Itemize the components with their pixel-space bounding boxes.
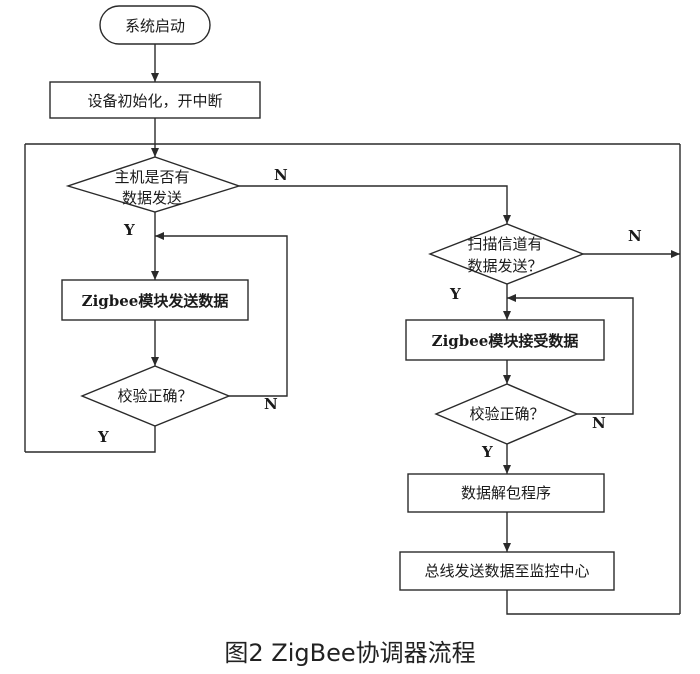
verify-right-label: 校验正确？ — [469, 405, 544, 423]
init-node: 设备初始化，开中断 — [49, 81, 261, 119]
scan-line2: 数据发送？ — [467, 257, 542, 275]
host-no-label: N — [274, 166, 288, 184]
scan-line1: 扫描信道有 — [467, 235, 542, 253]
scan-no-label: N — [628, 227, 642, 245]
start-label: 系统启动 — [125, 17, 185, 35]
host-check-decision: 主机是否有 数据发送 — [65, 156, 242, 213]
verify-right-decision: 校验正确？ — [434, 383, 579, 445]
verify-left-label: 校验正确？ — [117, 387, 192, 405]
figure-caption: 图2 ZigBee协调器流程 — [224, 639, 475, 667]
scan-yes-label: Y — [449, 285, 461, 303]
unpack-node: 数据解包程序 — [407, 473, 605, 513]
host-check-line1: 主机是否有 — [114, 168, 189, 186]
zigbee-recv-node: Zigbee模块接受数据 — [405, 319, 605, 361]
zigbee-recv-label: Zigbee模块接受数据 — [432, 332, 579, 350]
verify-left-no-label: N — [264, 395, 278, 413]
connectors — [24, 44, 681, 615]
scan-decision: 扫描信道有 数据发送？ — [428, 223, 585, 285]
unpack-label: 数据解包程序 — [461, 484, 551, 502]
verify-left-yes-label: Y — [97, 428, 109, 446]
init-label: 设备初始化，开中断 — [87, 92, 222, 110]
host-check-line2: 数据发送 — [122, 189, 182, 207]
verify-right-yes-label: Y — [481, 443, 493, 461]
bus-send-label: 总线发送数据至监控中心 — [424, 562, 589, 580]
host-yes-label: Y — [123, 221, 135, 239]
zigbee-send-label: Zigbee模块发送数据 — [82, 292, 229, 310]
verify-right-no-label: N — [592, 414, 606, 432]
zigbee-send-node: Zigbee模块发送数据 — [61, 279, 249, 321]
start-node: 系统启动 — [99, 5, 211, 45]
bus-send-node: 总线发送数据至监控中心 — [399, 551, 615, 591]
verify-left-decision: 校验正确？ — [80, 365, 231, 427]
